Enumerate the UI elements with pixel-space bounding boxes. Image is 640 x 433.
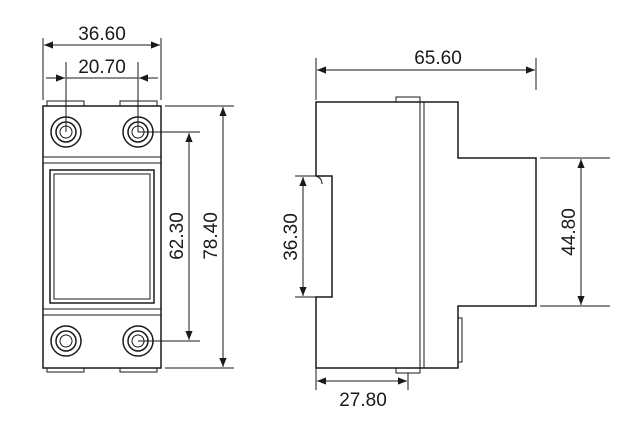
side-body-outline <box>315 101 537 369</box>
terminal-bottom-left-icon <box>50 325 82 357</box>
front-display-inner <box>53 173 151 300</box>
front-bottom-tab-left <box>46 368 85 373</box>
dim-side-front-height-label: 44.80 <box>559 208 580 256</box>
side-view: 65.60 36.30 44.80 27.80 <box>281 48 610 411</box>
front-bottom-tab-right <box>119 368 158 373</box>
dim-front-width-outer-label: 36.60 <box>78 24 126 45</box>
dim-front-height-terminals-label: 62.30 <box>167 212 188 260</box>
dim-side-depth-total-label: 65.60 <box>414 48 462 69</box>
dim-side-clip-height-label: 36.30 <box>281 213 302 261</box>
side-top-tab <box>395 96 421 103</box>
dim-front-width-inner-label: 20.70 <box>78 57 126 78</box>
front-view: 36.60 20.70 62.30 78.40 <box>42 24 234 373</box>
dim-front-height-total-label: 78.40 <box>201 212 222 260</box>
dim-side-base-depth-label: 27.80 <box>339 390 387 411</box>
front-display-outer <box>49 169 155 304</box>
side-clip-hook <box>315 175 323 185</box>
side-lower-notch <box>458 317 463 363</box>
front-body-outline <box>42 105 162 369</box>
